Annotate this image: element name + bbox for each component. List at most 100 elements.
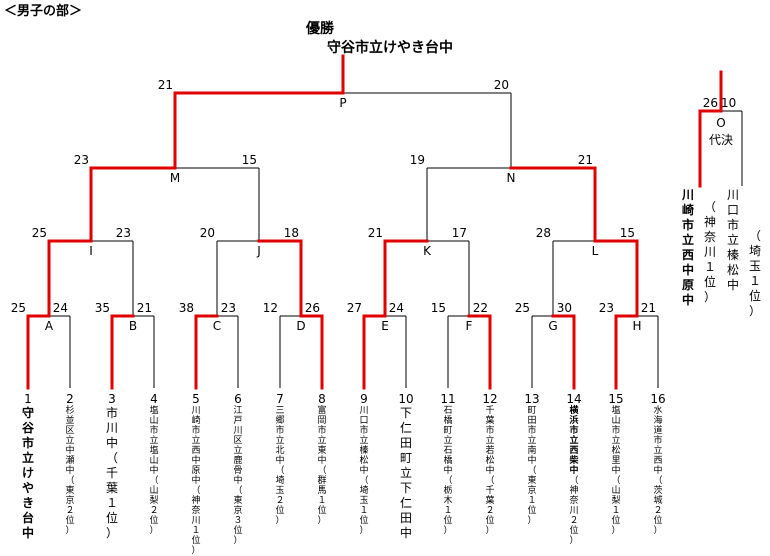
team-char: ２: [485, 506, 495, 516]
team-char: 千: [485, 486, 495, 496]
team-char: 群: [317, 476, 327, 486]
team-char: 京: [233, 506, 243, 516]
team-char: 葉: [485, 416, 495, 426]
team-char: 中: [653, 466, 663, 476]
team-char: 下: [399, 481, 412, 495]
team-char: １: [748, 274, 761, 288]
team-char: 立: [399, 466, 412, 480]
team-char: 口: [359, 416, 369, 426]
team-char: 松: [485, 456, 495, 466]
match-b-label: B: [129, 319, 137, 333]
team-char: ）: [443, 526, 453, 536]
team-char: 東: [65, 486, 75, 496]
match-n-left-score: 19: [410, 153, 425, 167]
match-i-label: I: [89, 244, 93, 258]
team-char: や: [21, 481, 34, 495]
team-char: 下: [399, 406, 412, 420]
match-e-left-score: 27: [347, 301, 362, 315]
team-char: 城: [653, 496, 663, 506]
team-char: 山: [149, 456, 159, 466]
team-char: 中: [65, 466, 75, 476]
match-p-left-score: 21: [158, 78, 173, 92]
team-char: 東: [233, 496, 243, 506]
team-char: 西: [681, 248, 694, 262]
team-char: 市: [359, 426, 369, 436]
team-char: （: [105, 451, 118, 465]
team-char: （: [653, 476, 663, 486]
team-char: 玉: [748, 259, 761, 273]
team-char: 松: [359, 456, 369, 466]
team-char: 葉: [105, 481, 118, 495]
team-char: 塩: [149, 446, 159, 456]
team-char: 埼: [275, 476, 285, 486]
match-a-right-score: 24: [53, 301, 68, 315]
match-g-left-score: 25: [515, 301, 530, 315]
team-char: 東: [527, 476, 537, 486]
team-char: 位: [703, 275, 716, 289]
match-h-right-score: 21: [641, 301, 656, 315]
team-char: 中: [527, 456, 537, 466]
team-char: 神: [191, 496, 201, 506]
match-c-left-score: 38: [179, 301, 194, 315]
seed-number: 1: [24, 392, 32, 406]
team-char: 西: [191, 446, 201, 456]
match-p-label: P: [339, 96, 346, 110]
team-char: 位: [569, 526, 579, 536]
seed-number: 6: [234, 392, 242, 406]
team-char: 仁: [399, 496, 412, 510]
team-char: 若: [485, 446, 495, 456]
team-char: １: [443, 506, 453, 516]
team-char: 区: [233, 436, 243, 446]
team-char: ２: [149, 506, 159, 516]
team-char: 西: [569, 446, 579, 456]
team-char: 奈: [703, 230, 716, 244]
team-char: 立: [275, 436, 285, 446]
team-char: （: [65, 476, 75, 486]
match-k-left-score: 21: [368, 226, 383, 240]
match-j-left-score: 20: [200, 226, 215, 240]
team-char: ２: [275, 496, 285, 506]
team-char: け: [21, 466, 34, 480]
seed-number: 16: [650, 392, 665, 406]
team-char: 立: [485, 436, 495, 446]
team-char: 位: [527, 506, 537, 516]
playoff-title: 代決: [709, 133, 733, 147]
team-char: 町: [443, 426, 453, 436]
match-a-left-score: 25: [11, 301, 26, 315]
match-c-label: C: [213, 319, 221, 333]
team-entry: 川口市立榛松中: [725, 188, 741, 293]
match-k-label: K: [423, 244, 432, 258]
team-char: 町: [399, 451, 412, 465]
team-char: 中: [359, 466, 369, 476]
team-char: 立: [569, 436, 579, 446]
team-char: 川: [569, 506, 579, 516]
seed-number: 2: [66, 392, 74, 406]
team-char: 梨: [149, 496, 159, 506]
team-char: 三: [275, 406, 285, 416]
team-char: （: [569, 476, 579, 486]
team-char: １: [527, 496, 537, 506]
team-char: 位: [191, 536, 201, 546]
team-char: １: [191, 526, 201, 536]
team-char: 南: [527, 446, 537, 456]
team-char: 岡: [317, 416, 327, 426]
seed-number: 9: [360, 392, 368, 406]
team-char: 原: [681, 278, 694, 292]
team-char: （: [149, 476, 159, 486]
team-char: 中: [611, 466, 621, 476]
seed-number: 10: [398, 392, 413, 406]
match-g-label: G: [548, 319, 557, 333]
team-char: １: [611, 506, 621, 516]
match-e-label: E: [381, 319, 389, 333]
team-char: 立: [681, 233, 694, 247]
team-char: 市: [726, 218, 739, 232]
team-char: 位: [359, 516, 369, 526]
team-char: 中: [726, 278, 739, 292]
team-char: 市: [191, 426, 201, 436]
match-j-right-score: 18: [284, 226, 299, 240]
team-char: （: [359, 476, 369, 486]
